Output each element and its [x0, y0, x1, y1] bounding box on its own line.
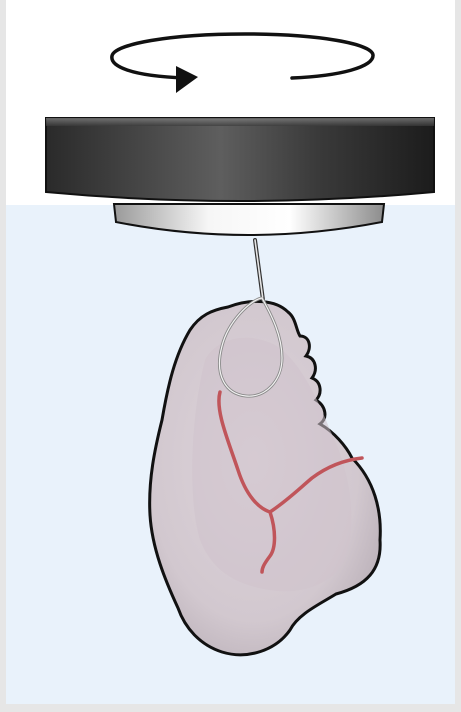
rotation-arrow-icon: [112, 34, 373, 93]
tissue-specimen: [150, 301, 381, 654]
needle: [255, 240, 263, 300]
holder-tip: [114, 204, 384, 235]
rotating-platform: [46, 118, 434, 201]
